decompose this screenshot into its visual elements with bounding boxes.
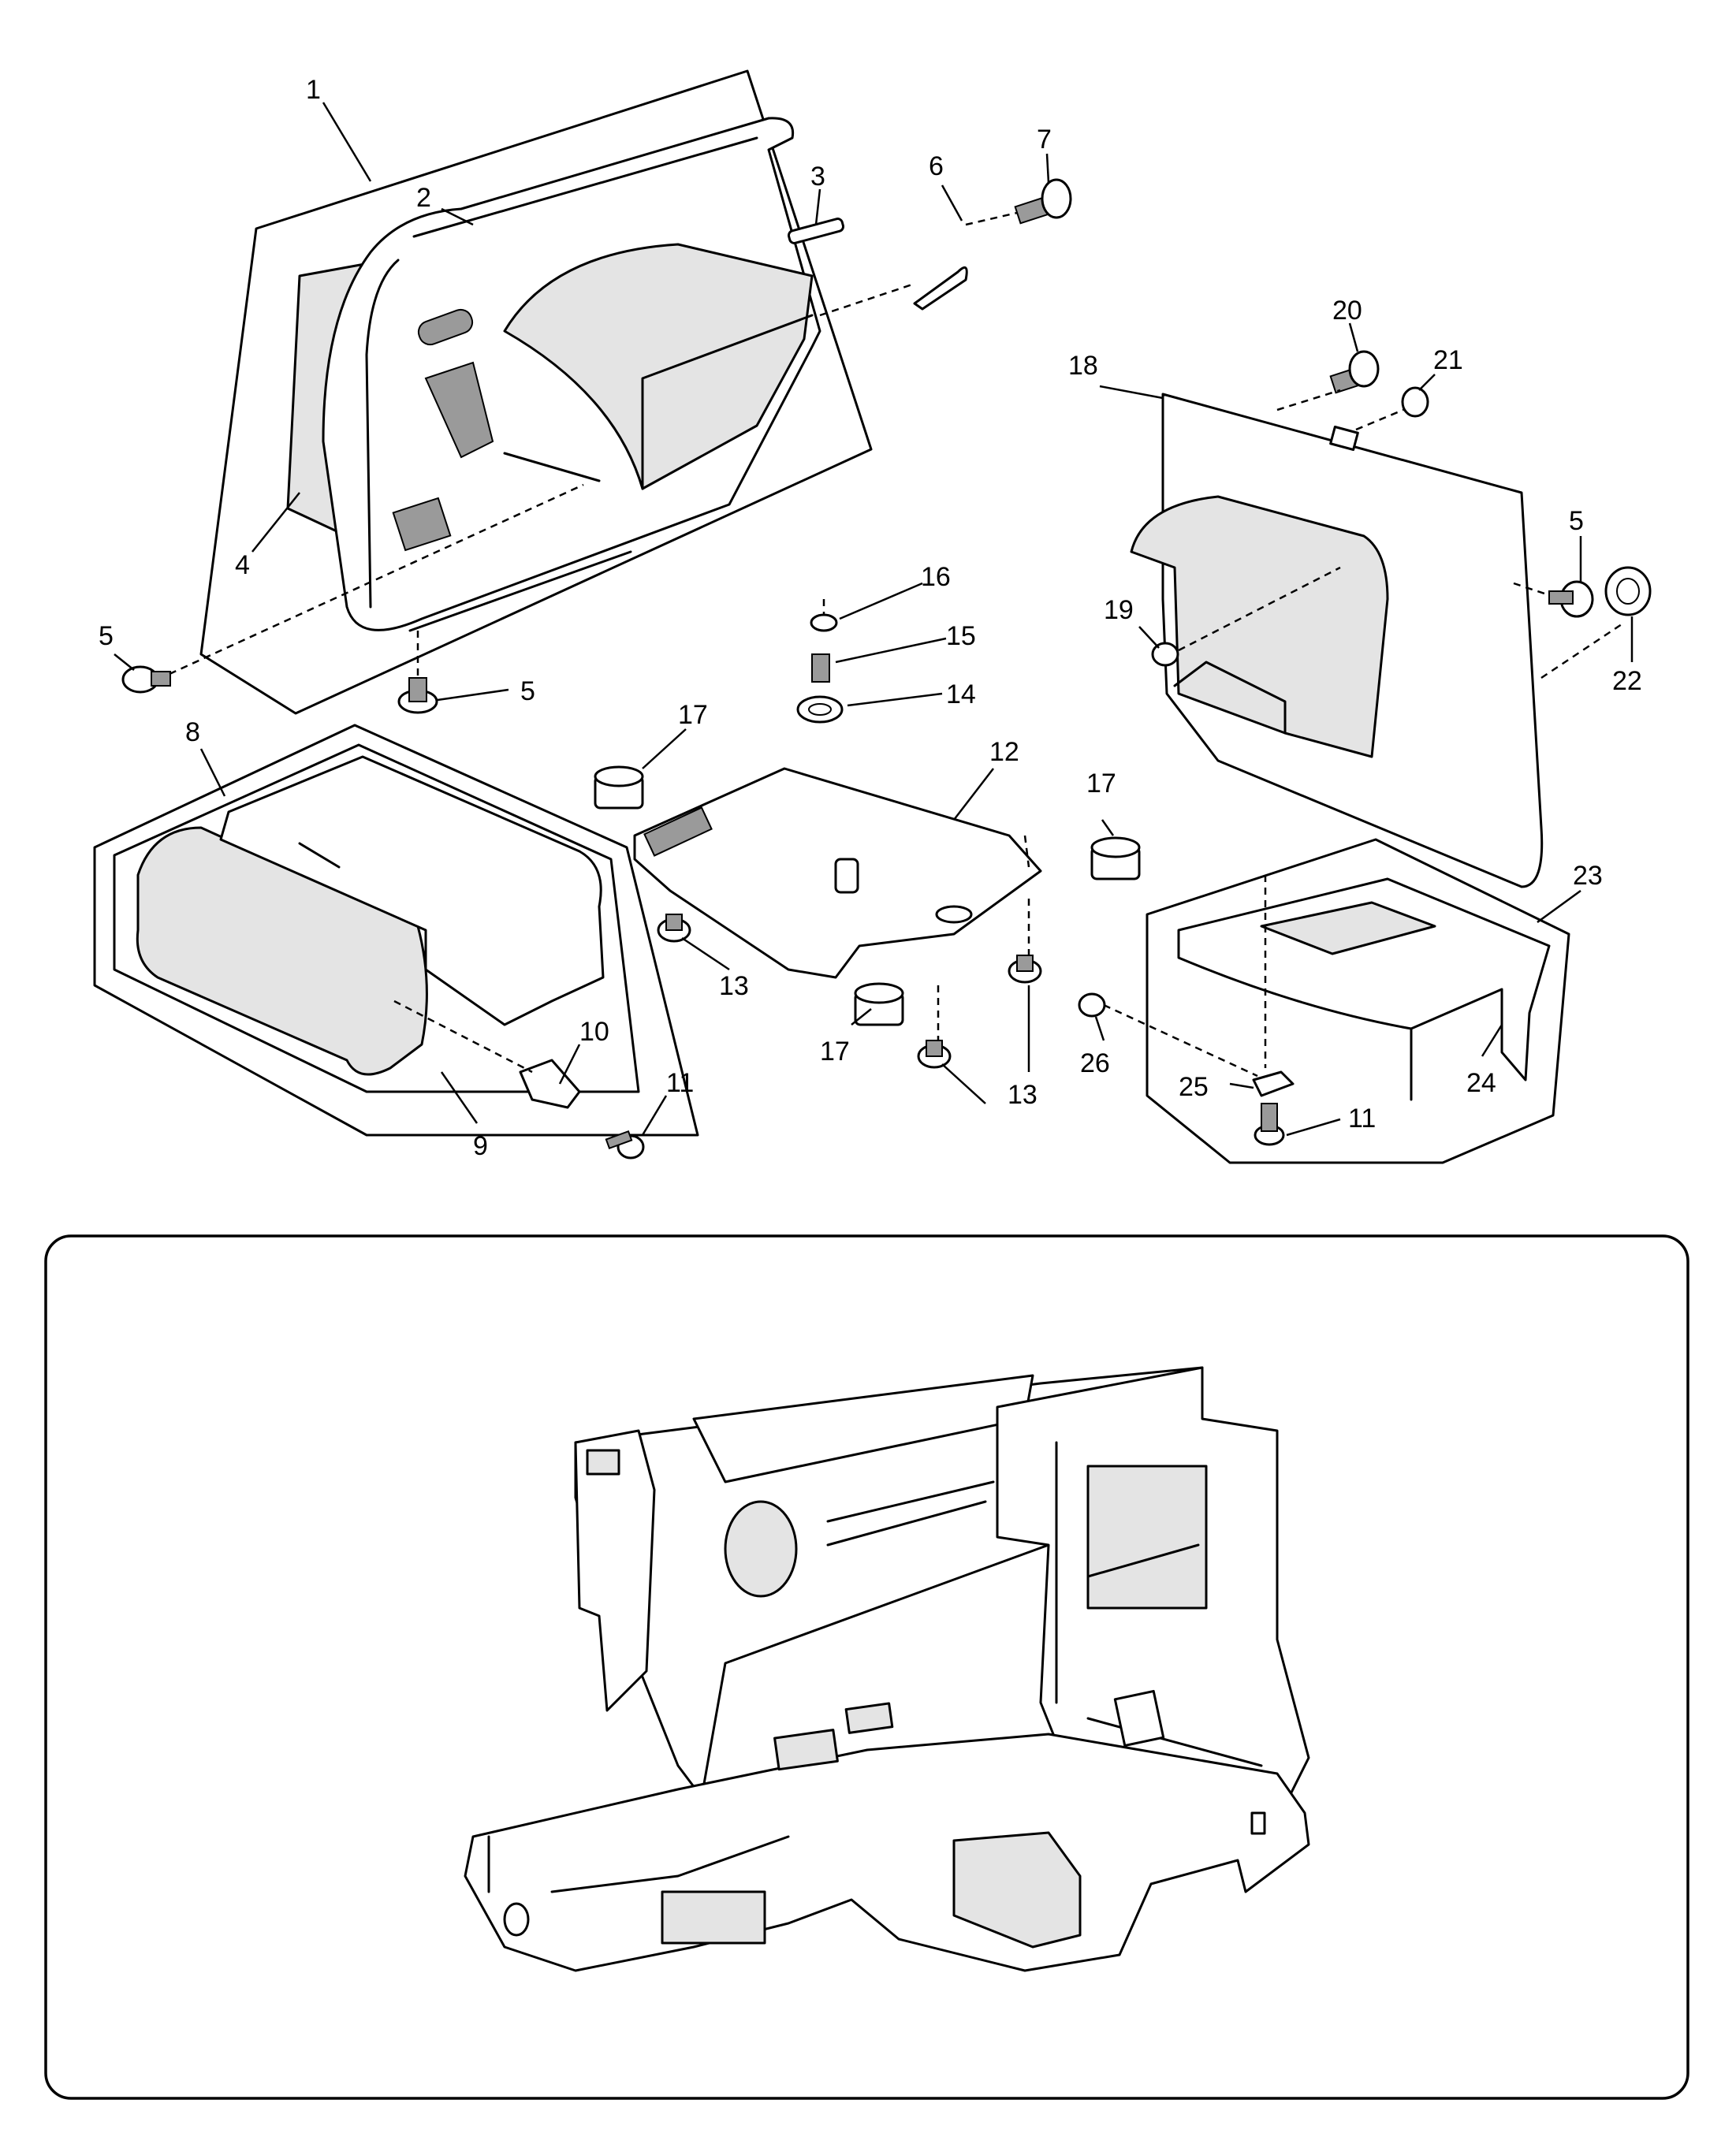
part-5-screw-left (121, 665, 171, 694)
part-22-grommet (1604, 566, 1652, 616)
part-26-screw (1078, 992, 1106, 1018)
callout-24: 24 (1466, 1068, 1496, 1098)
part-5-screw-bottom (397, 677, 438, 714)
callout-3: 3 (810, 162, 825, 192)
part-7-screw (1014, 178, 1072, 225)
callout-4: 4 (235, 550, 250, 580)
callout-23: 23 (1573, 861, 1603, 891)
callout-26: 26 (1080, 1048, 1110, 1078)
callout-5-right: 5 (1569, 506, 1584, 536)
part-11-screw-left (605, 1130, 645, 1160)
callout-25: 25 (1179, 1072, 1209, 1102)
callout-2: 2 (416, 183, 431, 213)
callout-22: 22 (1612, 666, 1642, 696)
part-20-screw (1329, 350, 1380, 394)
leader-lines (114, 102, 1634, 1137)
part-13-foot-pad-a (657, 914, 691, 943)
part-15-screw (811, 653, 830, 683)
reference-frame-panel (44, 1234, 1689, 2100)
callout-17-left: 17 (678, 700, 708, 730)
callout-17-right: 17 (1086, 769, 1116, 798)
callout-16: 16 (921, 562, 951, 592)
rear-cover-group (1130, 350, 1652, 888)
frame-panel-border (44, 1234, 1689, 2100)
part-17-foot-a (594, 765, 644, 810)
part-11-screw-right (1254, 1103, 1285, 1146)
callout-15: 15 (946, 621, 976, 651)
callout-1: 1 (306, 75, 321, 105)
callout-7: 7 (1037, 125, 1052, 154)
part-9-bed-cover (136, 826, 428, 1076)
part-10-bracket (519, 1059, 581, 1109)
callout-13-left: 13 (719, 971, 749, 1001)
callout-11-left: 11 (666, 1068, 694, 1098)
callout-14: 14 (946, 679, 976, 709)
callout-20: 20 (1332, 296, 1362, 326)
part-25-clip (1252, 1070, 1295, 1097)
part-19-screw (1151, 642, 1179, 667)
part-17-foot-c (854, 982, 904, 1026)
front-cover-group (121, 69, 1072, 715)
callout-5-bottom: 5 (520, 676, 535, 706)
part-6-spring (913, 266, 968, 311)
part-5-screw-right (1548, 580, 1594, 618)
callout-19: 19 (1104, 595, 1134, 625)
callout-10: 10 (579, 1017, 609, 1047)
callout-8: 8 (185, 717, 200, 747)
callout-13-right: 13 (1008, 1080, 1038, 1110)
callout-labels: 1 2 3 4 5 5 5 6 7 8 9 10 11 11 12 13 13 … (99, 75, 1642, 1161)
part-3-clip (787, 218, 845, 244)
part-14-bushing (796, 695, 844, 724)
callout-9: 9 (473, 1131, 488, 1161)
callout-17-bottom: 17 (820, 1037, 850, 1066)
bed-cover-group (93, 724, 699, 1160)
part-21-screw (1401, 386, 1429, 418)
part-13-foot-pad-c (1008, 955, 1042, 984)
part-13-foot-pad-b (917, 1040, 952, 1069)
base-plate-group (594, 599, 1141, 1069)
callout-5-left: 5 (99, 621, 114, 651)
callout-6: 6 (929, 151, 944, 181)
side-cover-group (1078, 838, 1570, 1164)
callout-21: 21 (1433, 345, 1463, 375)
part-17-foot-b (1090, 836, 1141, 880)
callout-18: 18 (1068, 351, 1098, 381)
callout-11-right: 11 (1348, 1104, 1376, 1134)
callout-12: 12 (989, 737, 1019, 767)
part-16-nut (810, 613, 838, 632)
